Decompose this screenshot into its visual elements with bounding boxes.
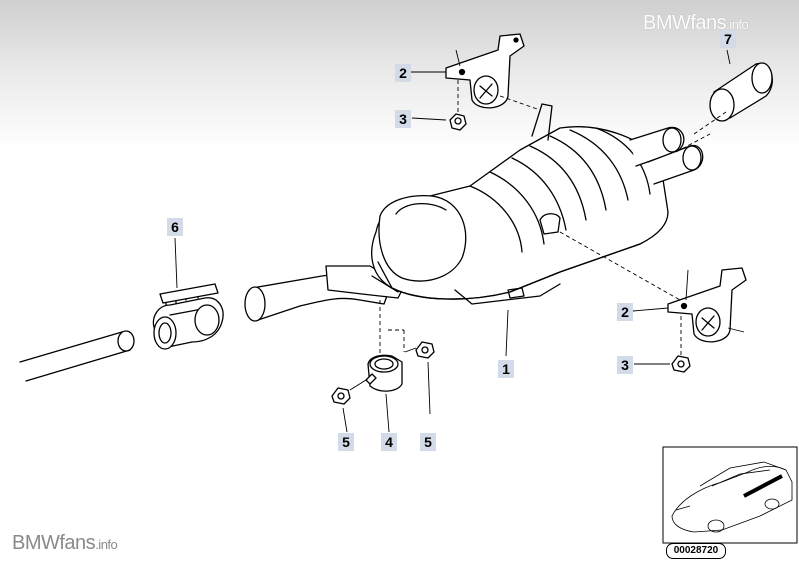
rubber-mount-upper xyxy=(445,33,525,109)
hex-nut-right-5 xyxy=(415,341,435,359)
hex-nut-right xyxy=(671,355,691,373)
callout-7: 7 xyxy=(720,30,736,48)
hex-nut-upper xyxy=(449,113,467,131)
callout-3-right: 3 xyxy=(617,356,633,374)
callout-4: 4 xyxy=(381,433,397,451)
vehicle-locator-inset xyxy=(662,446,798,544)
hex-nut-left xyxy=(331,387,351,405)
callout-5-left: 5 xyxy=(338,433,354,451)
rubber-mount-right xyxy=(667,267,747,343)
pipe-clamp xyxy=(152,283,224,350)
callout-5-right: 5 xyxy=(420,433,436,451)
rubber-damper xyxy=(367,354,403,392)
exhaust-tip xyxy=(709,62,773,122)
watermark-top: BMWfans.info xyxy=(643,12,749,34)
callout-6: 6 xyxy=(167,218,183,236)
rear-muffler xyxy=(371,103,704,305)
watermark-bottom: BMWfans.info xyxy=(12,532,118,554)
callout-2-right: 2 xyxy=(617,303,633,321)
callout-3-top: 3 xyxy=(395,110,411,128)
front-exhaust-pipe xyxy=(19,330,135,382)
callout-1: 1 xyxy=(498,360,514,378)
diagram-number: 00028720 xyxy=(666,543,726,559)
callout-2-top: 2 xyxy=(395,64,411,82)
